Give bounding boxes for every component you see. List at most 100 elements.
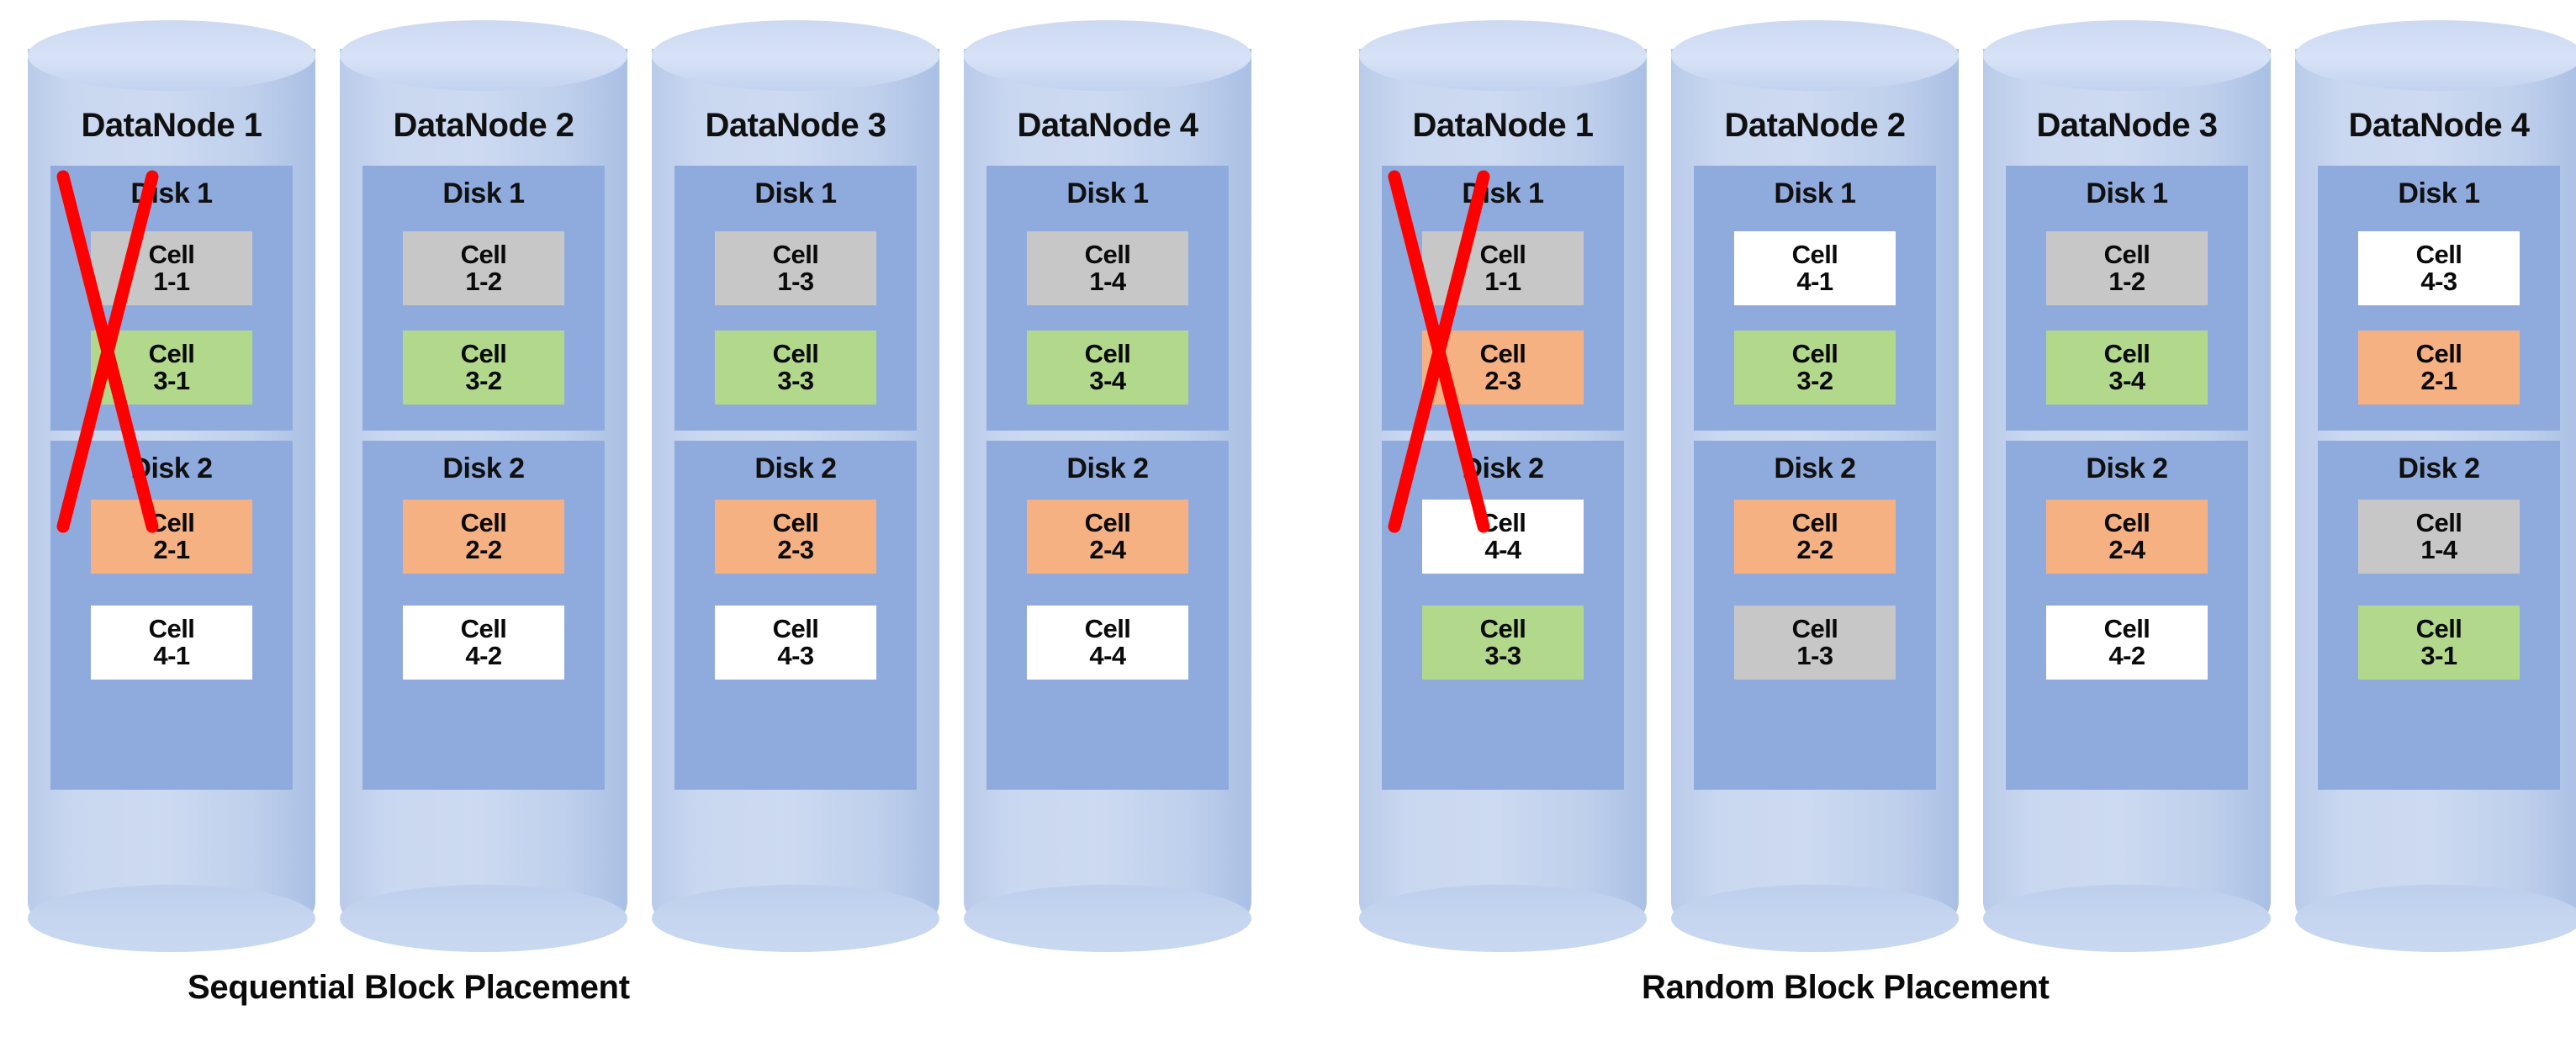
cell-word: Cell <box>1479 614 1526 644</box>
cell-id: 3-3 <box>1484 641 1521 670</box>
cell-id: 1-2 <box>2108 267 2145 296</box>
cell-id: 3-4 <box>1089 366 1126 395</box>
cell-word: Cell <box>148 614 195 644</box>
cell-id: 4-1 <box>153 641 190 670</box>
cylinder-bottom-ellipse <box>964 885 1251 952</box>
datanode-label: DataNode 3 <box>2036 107 2218 144</box>
cell-id: 1-4 <box>1089 267 1126 296</box>
datanode-label: DataNode 4 <box>2348 107 2530 144</box>
cell-word: Cell <box>1084 614 1131 644</box>
cell-word: Cell <box>148 240 195 270</box>
cell-word: Cell <box>1479 508 1526 538</box>
cell-id: 1-2 <box>465 267 502 296</box>
cell-word: Cell <box>772 339 819 369</box>
cell-id: 2-1 <box>153 535 190 564</box>
disk-label: Disk 2 <box>442 452 525 484</box>
cell-word: Cell <box>2103 339 2150 369</box>
datanode-label: DataNode 1 <box>1412 107 1594 144</box>
cell-id: 3-2 <box>1796 366 1833 395</box>
cylinder-top-ellipse <box>652 20 939 91</box>
cell-word: Cell <box>2415 339 2462 369</box>
disk-label: Disk 2 <box>754 452 837 484</box>
cell-word: Cell <box>1791 339 1838 369</box>
cylinder-bottom-ellipse <box>1671 885 1959 952</box>
cylinder-bottom-ellipse <box>340 885 627 952</box>
cell-id: 4-2 <box>2108 641 2145 670</box>
cell-id: 2-3 <box>777 535 814 564</box>
cell-word: Cell <box>1479 240 1526 270</box>
cylinder-bottom-ellipse <box>652 885 939 952</box>
cell-word: Cell <box>2103 614 2150 644</box>
cell-id: 4-3 <box>777 641 814 670</box>
cell-word: Cell <box>2103 240 2150 270</box>
disk-label: Disk 1 <box>442 177 525 209</box>
disk-label: Disk 2 <box>2086 452 2168 484</box>
datanode-label: DataNode 4 <box>1017 107 1198 144</box>
cylinder-bottom-ellipse <box>1983 885 2271 952</box>
cell-id: 2-2 <box>465 535 502 564</box>
cylinder-top-ellipse <box>1671 20 1959 91</box>
cell-id: 4-4 <box>1484 535 1521 564</box>
cell-word: Cell <box>1084 240 1131 270</box>
cell-id: 3-4 <box>2108 366 2145 395</box>
datanode-label: DataNode 3 <box>705 107 886 144</box>
caption-sequential-block-placement: Sequential Block Placement <box>188 969 630 1006</box>
cell-id: 4-2 <box>465 641 502 670</box>
disk-label: Disk 1 <box>754 177 837 209</box>
disk-label: Disk 1 <box>1462 177 1544 209</box>
cell-word: Cell <box>460 614 507 644</box>
cell-word: Cell <box>2415 508 2462 538</box>
cell-word: Cell <box>772 240 819 270</box>
cell-word: Cell <box>2415 614 2462 644</box>
datanode-label: DataNode 1 <box>81 107 262 144</box>
caption-random-block-placement: Random Block Placement <box>1642 969 2050 1006</box>
disk-label: Disk 2 <box>1066 452 1149 484</box>
disk-label: Disk 2 <box>1774 452 1856 484</box>
cell-word: Cell <box>772 614 819 644</box>
cell-id: 2-4 <box>1089 535 1126 564</box>
disk-label: Disk 1 <box>130 177 213 209</box>
cylinder-top-ellipse <box>1983 20 2271 91</box>
cylinder-bottom-ellipse <box>28 885 315 952</box>
cell-word: Cell <box>460 240 507 270</box>
disk-label: Disk 1 <box>1066 177 1149 209</box>
cell-id: 1-3 <box>777 267 814 296</box>
cell-id: 4-4 <box>1089 641 1126 670</box>
cell-id: 3-1 <box>153 366 190 395</box>
cell-word: Cell <box>1791 614 1838 644</box>
cell-word: Cell <box>1791 240 1838 270</box>
